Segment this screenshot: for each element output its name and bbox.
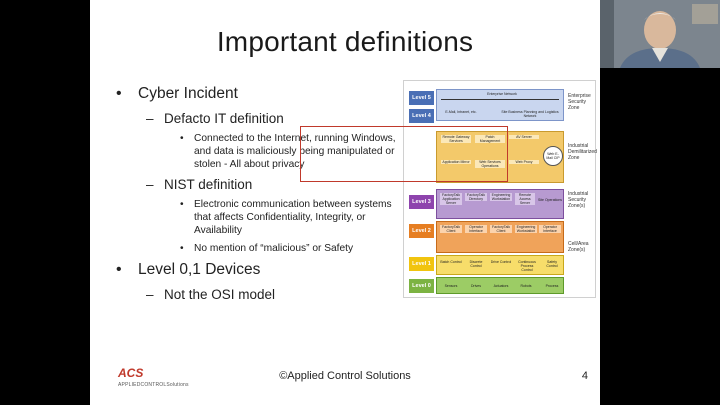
batch-control-label: Batch Control: [440, 260, 462, 264]
av-server-block: AV Server: [509, 135, 539, 139]
sensors-label: Sensors: [444, 284, 458, 288]
process-label: Process: [545, 284, 559, 288]
presenter-silhouette: [600, 0, 720, 68]
actuators-label: Actuators: [493, 284, 509, 288]
zone-industrial: Industrial Security Zone(s): [568, 191, 589, 209]
drive-control-label: Drive Control: [490, 260, 512, 264]
ft-client-2-block: FactoryTalk Client: [490, 225, 512, 233]
email-label: E-Mail, Intranet, etc.: [445, 110, 477, 114]
web-services-block: Web Services Operations: [475, 160, 505, 168]
level-1-tag: Level 1: [409, 257, 434, 271]
eng-ws-2-block: Engineering Workstation: [515, 225, 537, 233]
robots-label: Robots: [520, 284, 532, 288]
level-2-tag: Level 2: [409, 224, 434, 238]
bullet-nist-detail-2: No mention of “malicious” or Safety: [112, 242, 397, 255]
bullet-level01: Level 0,1 Devices: [112, 260, 397, 280]
remote-access-block: Remote Access Server: [515, 193, 535, 205]
enterprise-network-label: Enterprise Network: [487, 92, 517, 96]
zone-cell: Cell/Area Zone(s): [568, 241, 589, 253]
safety-control-label: Safety Control: [546, 260, 558, 268]
enterprise-band: Enterprise Network E-Mail, Intranet, etc…: [436, 89, 564, 121]
logo-mark: ACS: [118, 366, 144, 380]
factorytalk-app-block: FactoryTalk Application Server: [440, 193, 462, 205]
acs-logo: ACS APPLIEDCONTROLSolutions: [118, 366, 238, 390]
level-4-tag: Level 4: [409, 109, 434, 123]
ft-client-block: FactoryTalk Client: [440, 225, 462, 233]
firewall-node: Web E-Mail CIP: [543, 146, 563, 166]
app-mirror-block: Application Mirror: [441, 160, 471, 164]
dmz-band: Remote Gateway Services Patch Management…: [436, 131, 564, 183]
slide: Important definitions Cyber Incident Def…: [90, 0, 600, 405]
footer-copyright: ©Applied Control Solutions: [279, 370, 411, 382]
discrete-control-label: Discrete Control: [469, 260, 483, 268]
bullet-defacto-it: Defacto IT definition: [112, 110, 397, 128]
eng-workstation-block: Engineering Workstation: [490, 193, 512, 201]
patch-mgmt-block: Patch Management: [475, 135, 505, 143]
bullet-nist: NIST definition: [112, 176, 397, 194]
level-3-tag: Level 3: [409, 195, 434, 209]
operator-block: Operator Interface: [465, 225, 487, 233]
architecture-diagram: Level 5 Level 4 Level 3 Level 2 Level 1 …: [403, 80, 597, 298]
zone-dmz: Industrial Demilitarized Zone: [568, 143, 597, 161]
logo-subtitle: APPLIEDCONTROLSolutions: [118, 382, 189, 388]
site-business-label: Site Business Planning and Logistics Net…: [501, 110, 559, 118]
zone-enterprise: Enterprise Security Zone: [568, 93, 591, 111]
enterprise-bus: [441, 99, 559, 100]
operator-2-block: Operator Interface: [539, 225, 561, 233]
drives-label: Drives: [471, 284, 481, 288]
level1-band: Batch Control Discrete Control Drive Con…: [436, 255, 564, 275]
industrial-band: FactoryTalk Application Server FactoryTa…: [436, 189, 564, 219]
continuous-control-label: Continuous Process Control: [518, 260, 536, 272]
dmz-highlight-box: [300, 126, 508, 182]
level-5-tag: Level 5: [409, 91, 434, 105]
cell-area-band: FactoryTalk Client Operator Interface Fa…: [436, 221, 564, 253]
webcam-video: [600, 0, 720, 68]
bullet-cyber-incident: Cyber Incident: [112, 84, 397, 104]
bullet-defacto-it-detail: Connected to the Internet, running Windo…: [112, 132, 397, 171]
slide-title: Important definitions: [216, 26, 474, 57]
level-0-tag: Level 0: [409, 279, 434, 293]
bullet-nist-detail-1: Electronic communication between systems…: [112, 198, 397, 237]
page-number: 4: [581, 370, 588, 382]
factorytalk-dir-block: FactoryTalk Directory: [465, 193, 487, 201]
level0-band: Sensors Drives Actuators Robots Process: [436, 277, 564, 294]
web-proxy-block: Web Proxy: [509, 160, 539, 164]
bullet-list: Cyber Incident Defacto IT definition Con…: [112, 84, 397, 308]
remote-gateway-block: Remote Gateway Services: [441, 135, 471, 143]
site-ops-label: Site Operations: [537, 198, 563, 202]
bullet-level01-detail: Not the OSI model: [112, 286, 397, 304]
